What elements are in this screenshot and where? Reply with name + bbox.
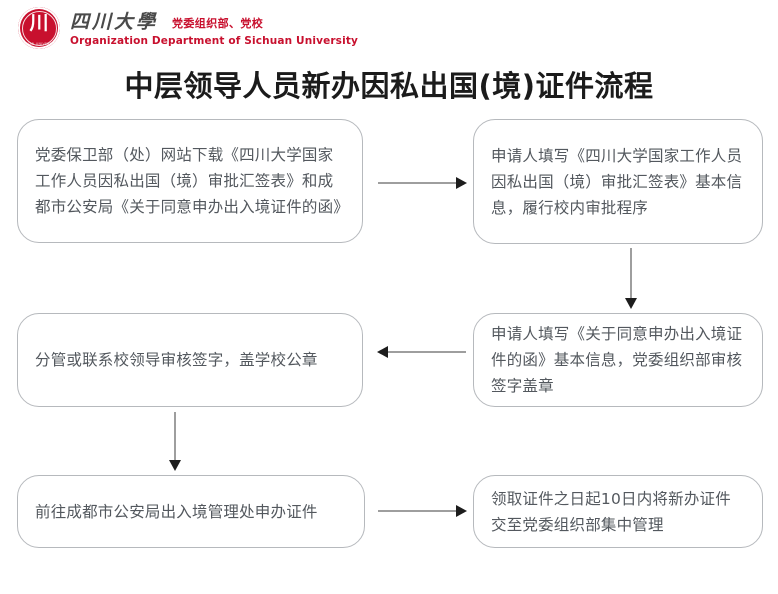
flow-node-label: 党委保卫部（处）网站下载《四川大学国家工作人员因私出国（境）审批汇签表》和成都市… xyxy=(35,146,350,216)
arrow-right-node5-to-node6 xyxy=(378,500,467,522)
flow-node-label: 分管或联系校领导审核签字，盖学校公章 xyxy=(35,351,318,369)
arrow-down-node2-to-node3 xyxy=(620,248,642,309)
brand-name-english: Organization Department of Sichuan Unive… xyxy=(70,35,358,47)
slide-header: 川 SICHUAN UNIVERSITY · 1896 四川大學 党委组织部、党… xyxy=(0,0,778,56)
arrow-right-node1-to-node2 xyxy=(378,172,467,194)
brand-department-chinese: 党委组织部、党校 xyxy=(172,17,264,30)
arrow-head-right-icon xyxy=(456,505,467,517)
arrow-shaft xyxy=(378,351,466,353)
flow-node-fill-approval-form: 申请人填写《四川大学国家工作人员因私出国（境）审批汇签表》基本信息，履行校内审批… xyxy=(473,119,763,244)
seal-glyph: 川 xyxy=(29,12,49,34)
arrow-shaft xyxy=(630,248,632,308)
arrow-shaft xyxy=(378,182,466,184)
flow-node-label: 领取证件之日起10日内将新办证件交至党委组织部集中管理 xyxy=(491,489,731,534)
seal-inner-ring xyxy=(21,10,57,46)
flow-node-visit-exit-entry-bureau: 前往成都市公安局出入境管理处申办证件 xyxy=(17,475,365,548)
arrow-head-down-icon xyxy=(169,460,181,471)
arrow-shaft xyxy=(378,510,466,512)
flow-node-submit-certificate: 领取证件之日起10日内将新办证件交至党委组织部集中管理 xyxy=(473,475,763,548)
arrow-left-node3-to-node4 xyxy=(377,341,466,363)
flow-node-label: 申请人填写《四川大学国家工作人员因私出国（境）审批汇签表》基本信息，履行校内审批… xyxy=(491,146,743,217)
flow-node-leader-signature: 分管或联系校领导审核签字，盖学校公章 xyxy=(17,313,363,407)
flow-node-fill-consent-letter: 申请人填写《关于同意申办出入境证件的函》基本信息，党委组织部审核签字盖章 xyxy=(473,313,763,407)
flow-node-label: 前往成都市公安局出入境管理处申办证件 xyxy=(35,502,318,521)
sichuan-university-seal-icon: 川 SICHUAN UNIVERSITY · 1896 xyxy=(18,7,60,49)
seal-microtext: SICHUAN UNIVERSITY · 1896 xyxy=(18,42,60,46)
arrow-head-down-icon xyxy=(625,298,637,309)
flow-node-download-forms: 党委保卫部（处）网站下载《四川大学国家工作人员因私出国（境）审批汇签表》和成都市… xyxy=(17,119,363,243)
flow-node-label: 申请人填写《关于同意申办出入境证件的函》基本信息，党委组织部审核签字盖章 xyxy=(491,325,743,395)
brand-name-chinese: 四川大學 xyxy=(70,11,159,33)
page-title: 中层领导人员新办因私出国(境)证件流程 xyxy=(124,69,654,103)
arrow-down-node4-to-node5 xyxy=(164,412,186,471)
arrow-shaft xyxy=(174,412,176,470)
arrow-head-left-icon xyxy=(377,346,388,358)
arrow-head-right-icon xyxy=(456,177,467,189)
